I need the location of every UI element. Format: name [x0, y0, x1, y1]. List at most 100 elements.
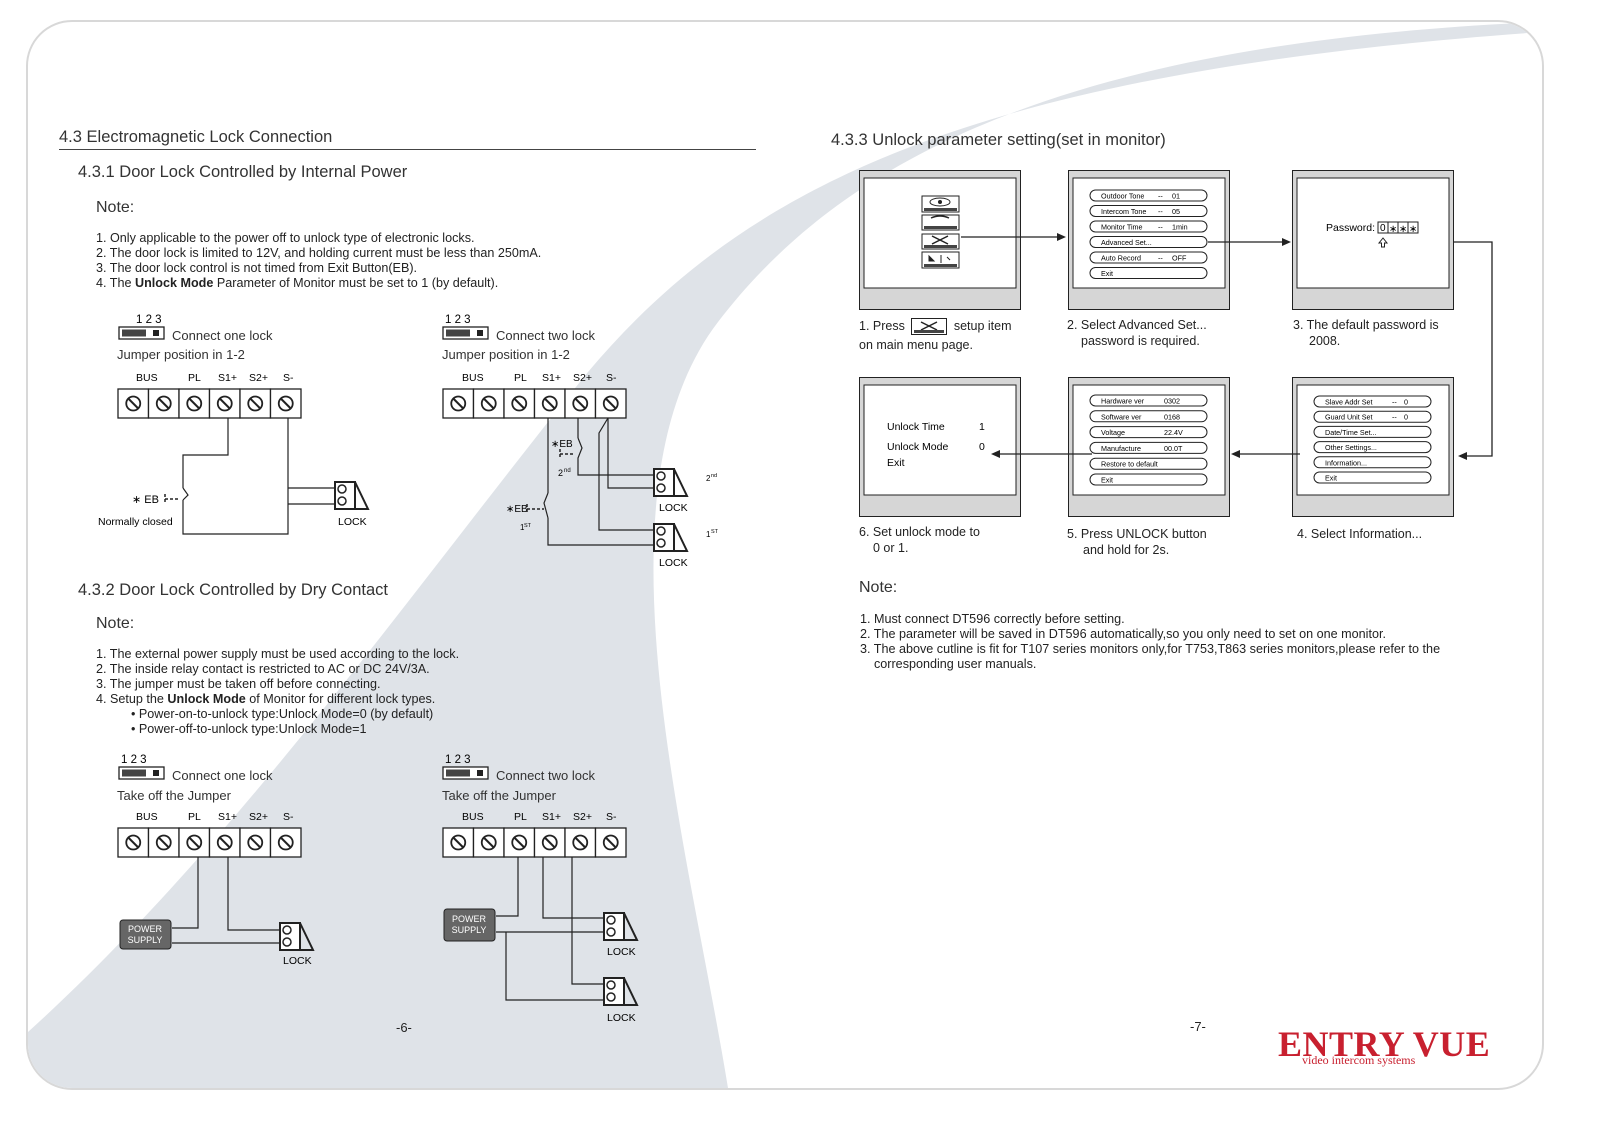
- caption-step3: 3. The default password is 2008.: [1293, 318, 1439, 348]
- terminal-label: S2+: [249, 372, 268, 384]
- screen-unlock-setting: Unlock Time 1 Unlock Mode 0 Exit: [859, 377, 1021, 517]
- power-supply-box: [119, 919, 172, 950]
- section-rule: [59, 149, 756, 150]
- svg-text:ST: ST: [711, 529, 719, 535]
- svg-text:ST: ST: [524, 523, 532, 529]
- menu-row-value: 22.4V: [1164, 428, 1183, 437]
- unlock-time-label: Unlock Time: [887, 421, 945, 433]
- menu-row-label: Hardware ver: [1101, 397, 1145, 406]
- svg-text:2: 2: [706, 474, 711, 483]
- screw-terminal: [269, 388, 302, 419]
- unlock-mode-value: 0: [979, 441, 985, 453]
- screen-password: Password: 0 ∗ ∗ ∗: [1292, 170, 1454, 310]
- svg-text:∗: ∗: [1399, 224, 1407, 235]
- exit-label: Exit: [887, 457, 905, 469]
- connect-one-label: Connect one lock: [172, 768, 273, 783]
- menu-row: Exit: [1313, 471, 1432, 484]
- connect-two-label: Connect two lock: [496, 768, 595, 783]
- menu-row-label: Advanced Set...: [1101, 238, 1152, 247]
- lock-symbol: [653, 468, 689, 497]
- note2-bullet: • Power-off-to-unlock type:Unlock Mode=1: [131, 722, 367, 736]
- menu-row-label: Manufacture: [1101, 444, 1141, 453]
- lock-label: LOCK: [283, 955, 312, 967]
- menu-row-label: Exit: [1325, 474, 1337, 483]
- svg-text:1: 1: [706, 530, 711, 539]
- note3-title: Note:: [859, 579, 898, 596]
- terminal-label: S2+: [249, 811, 268, 823]
- diagram-dry-one-lock: 1 2 3 Connect one lock Take off the Jump…: [117, 754, 315, 967]
- page-frame: [26, 20, 1544, 1090]
- subsection-title-4-3-1: 4.3.1 Door Lock Controlled by Internal P…: [78, 163, 408, 181]
- jumper-position-label: Jumper position in 1-2: [442, 347, 570, 362]
- page-number-6: -6-: [396, 1020, 412, 1035]
- eb-label: ∗ EB: [132, 494, 159, 506]
- terminal-label: S-: [606, 372, 617, 384]
- jumper-numbers: 1 2 3: [445, 314, 471, 326]
- menu-row-label: Slave Addr Set: [1325, 398, 1373, 407]
- menu-row-label: Voltage: [1101, 428, 1125, 437]
- svg-text:POWER: POWER: [452, 914, 487, 924]
- note1-item: 4. The Unlock Mode Parameter of Monitor …: [96, 276, 499, 290]
- setup-icon: [911, 318, 948, 335]
- note2-item: 2. The inside relay contact is restricte…: [96, 662, 430, 676]
- caption-step5: 5. Press UNLOCK button and hold for 2s.: [1067, 527, 1207, 557]
- up-arrow-icon: [1377, 237, 1389, 248]
- terminal-label: PL: [188, 811, 201, 823]
- svg-text:0: 0: [1380, 223, 1386, 234]
- svg-text:--: --: [1158, 192, 1163, 201]
- lock-symbol: [653, 523, 689, 552]
- terminal-label: PL: [188, 372, 201, 384]
- menu-row: Intercom Tone--05: [1089, 205, 1208, 217]
- diagram-dry-two-lock: 1 2 3 Connect two lock Take off the Jump…: [442, 754, 639, 1024]
- menu-row: Information...: [1313, 456, 1432, 469]
- lock-symbol: [334, 481, 370, 510]
- menu-row-value: 00.0T: [1164, 444, 1183, 453]
- menu-row-label: Auto Record: [1101, 254, 1141, 263]
- background-swoosh: [28, 22, 1542, 1088]
- menu-row-value: 01: [1172, 192, 1180, 201]
- svg-text:POWER: POWER: [128, 924, 163, 934]
- svg-text:--: --: [1158, 207, 1163, 216]
- terminal-block: [117, 388, 302, 419]
- menu-row-label: Information...: [1325, 458, 1367, 467]
- lock-label: LOCK: [338, 516, 367, 528]
- entry-vue-logo: ENTRY VUE video intercom systems: [1278, 1024, 1491, 1067]
- note3-item: 3. The above cutline is fit for T107 ser…: [860, 642, 1441, 656]
- jumper-position-label: Jumper position in 1-2: [117, 347, 245, 362]
- lock-label: LOCK: [659, 557, 688, 569]
- menu-row: Hardware ver 0302: [1089, 394, 1208, 407]
- menu-row-value: 0168: [1164, 412, 1180, 421]
- menu-row-label: Exit: [1101, 269, 1113, 278]
- lock-symbol: [603, 977, 639, 1006]
- eb-label: ∗EB: [506, 504, 528, 515]
- second-label: 2: [558, 468, 563, 478]
- normally-closed-label: Normally closed: [98, 516, 173, 528]
- svg-text:∗: ∗: [1389, 224, 1397, 235]
- terminal-labels: BUS PL S1+ S2+ S-: [136, 372, 294, 384]
- menu-row: Other Settings...: [1313, 441, 1432, 454]
- terminal-label: S-: [283, 372, 294, 384]
- svg-text:--: --: [1158, 254, 1163, 263]
- connect-two-label: Connect two lock: [496, 328, 595, 343]
- menu-row-value: 0302: [1164, 397, 1180, 406]
- screw-terminal: [533, 827, 566, 858]
- terminal-block: [117, 827, 302, 858]
- terminal-label: S-: [283, 811, 294, 823]
- eb-label: ∗EB: [551, 439, 573, 450]
- note3-item: 1. Must connect DT596 correctly before s…: [860, 612, 1125, 626]
- note3-item: corresponding user manuals.: [860, 657, 1037, 671]
- menu-row: Date/Time Set...: [1313, 425, 1432, 438]
- lock-label: LOCK: [607, 946, 636, 958]
- screw-terminal: [442, 388, 475, 419]
- terminal-label: BUS: [462, 811, 484, 823]
- menu-row: Exit: [1089, 473, 1208, 486]
- jumper-numbers: 1 2 3: [136, 314, 162, 326]
- svg-text:nd: nd: [711, 473, 717, 479]
- menu-row-label: Other Settings...: [1325, 443, 1377, 452]
- svg-text:∗: ∗: [1409, 224, 1417, 235]
- note2-list: 1. The external power supply must be use…: [96, 647, 459, 737]
- power-supply-box: [443, 908, 496, 942]
- page-number-7: -7-: [1190, 1019, 1206, 1034]
